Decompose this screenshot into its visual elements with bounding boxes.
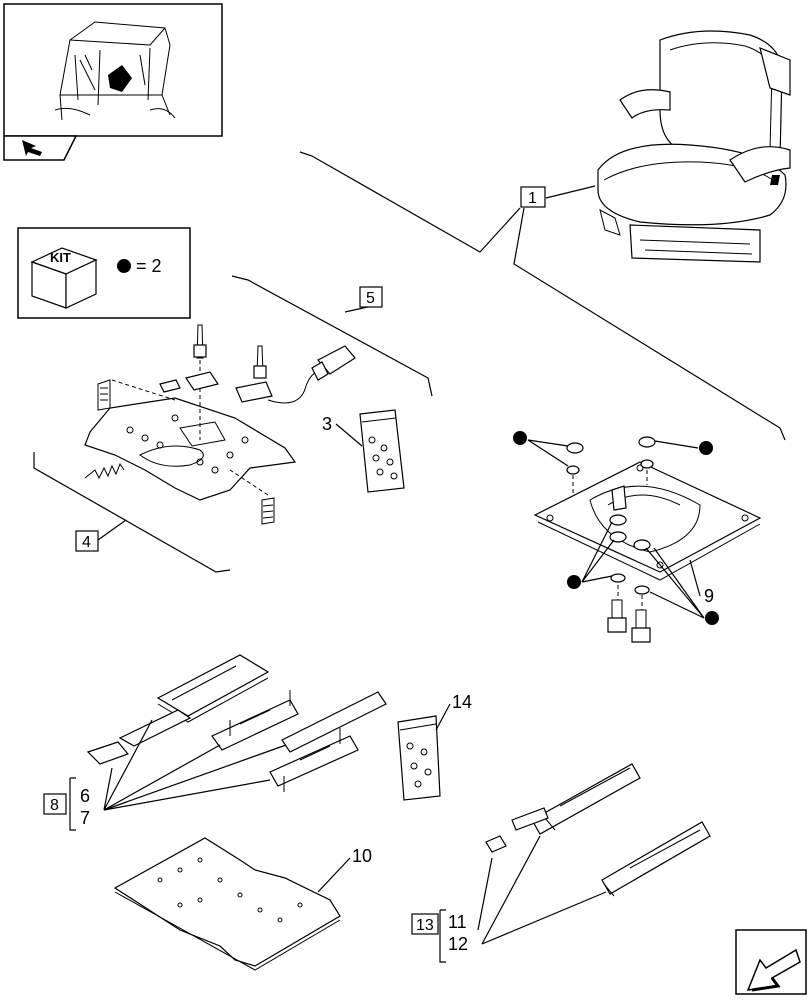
sensor-cable bbox=[267, 345, 356, 404]
leader-group-left bbox=[299, 151, 521, 253]
kit-box-icon: KIT bbox=[30, 247, 98, 309]
label-7: 7 bbox=[80, 808, 90, 828]
bullet-leaders bbox=[527, 439, 705, 619]
leaders-11-12 bbox=[477, 835, 607, 945]
label-3: 3 bbox=[322, 414, 332, 434]
label-14: 14 bbox=[452, 692, 472, 712]
callout-1: 1 bbox=[520, 186, 546, 208]
callout-8: 8 bbox=[43, 793, 67, 815]
hardware-bag-14 bbox=[397, 715, 441, 801]
leaders-7 bbox=[103, 719, 287, 811]
bolt-axes bbox=[572, 470, 648, 610]
locator-thumbnail[interactable] bbox=[3, 3, 223, 161]
seat-rails bbox=[485, 763, 711, 897]
bracket-13 bbox=[439, 909, 446, 963]
leader-14 bbox=[435, 703, 451, 731]
spring bbox=[84, 379, 275, 525]
seat-assembly bbox=[597, 30, 791, 263]
bolts bbox=[607, 599, 651, 643]
callout-5: 5 bbox=[359, 286, 383, 308]
leader-4 bbox=[97, 519, 127, 541]
svg-text:4: 4 bbox=[82, 534, 91, 551]
back-arrow-icon[interactable] bbox=[3, 135, 78, 161]
callout-4: 4 bbox=[75, 530, 99, 552]
svg-text:1: 1 bbox=[528, 190, 537, 207]
kit-legend: KIT = 2 bbox=[17, 227, 191, 319]
label-11: 11 bbox=[448, 912, 467, 932]
leader-3 bbox=[335, 423, 363, 447]
slide-plate bbox=[84, 397, 297, 501]
bracket-8 bbox=[69, 777, 76, 831]
base-plate-10 bbox=[113, 837, 341, 971]
bullet-icon bbox=[117, 259, 131, 273]
leader-10 bbox=[317, 857, 351, 893]
label-12: 12 bbox=[448, 934, 468, 954]
pin-upper bbox=[159, 324, 273, 403]
washers bbox=[566, 436, 656, 595]
label-9: 9 bbox=[704, 586, 714, 606]
bullet-icon bbox=[513, 431, 719, 625]
label-10: 10 bbox=[352, 846, 372, 866]
next-page-arrow-icon[interactable] bbox=[735, 929, 807, 995]
assembly-lines bbox=[111, 360, 269, 496]
leader-9 bbox=[689, 559, 701, 597]
kit-note: = 2 bbox=[136, 256, 162, 276]
leader-group-right bbox=[513, 207, 786, 441]
label-6: 6 bbox=[80, 786, 90, 806]
callout-13: 13 bbox=[411, 913, 439, 935]
svg-text:8: 8 bbox=[50, 797, 59, 814]
hardware-bag-3 bbox=[359, 409, 405, 493]
svg-text:5: 5 bbox=[366, 290, 375, 307]
slide-rail-parts bbox=[86, 654, 387, 792]
svg-text:13: 13 bbox=[416, 917, 434, 934]
kit-box-label: KIT bbox=[50, 250, 71, 265]
tractor-cab-locator-icon bbox=[54, 21, 176, 121]
leader-1-seat bbox=[545, 185, 596, 199]
group-5-bracket bbox=[231, 275, 433, 397]
